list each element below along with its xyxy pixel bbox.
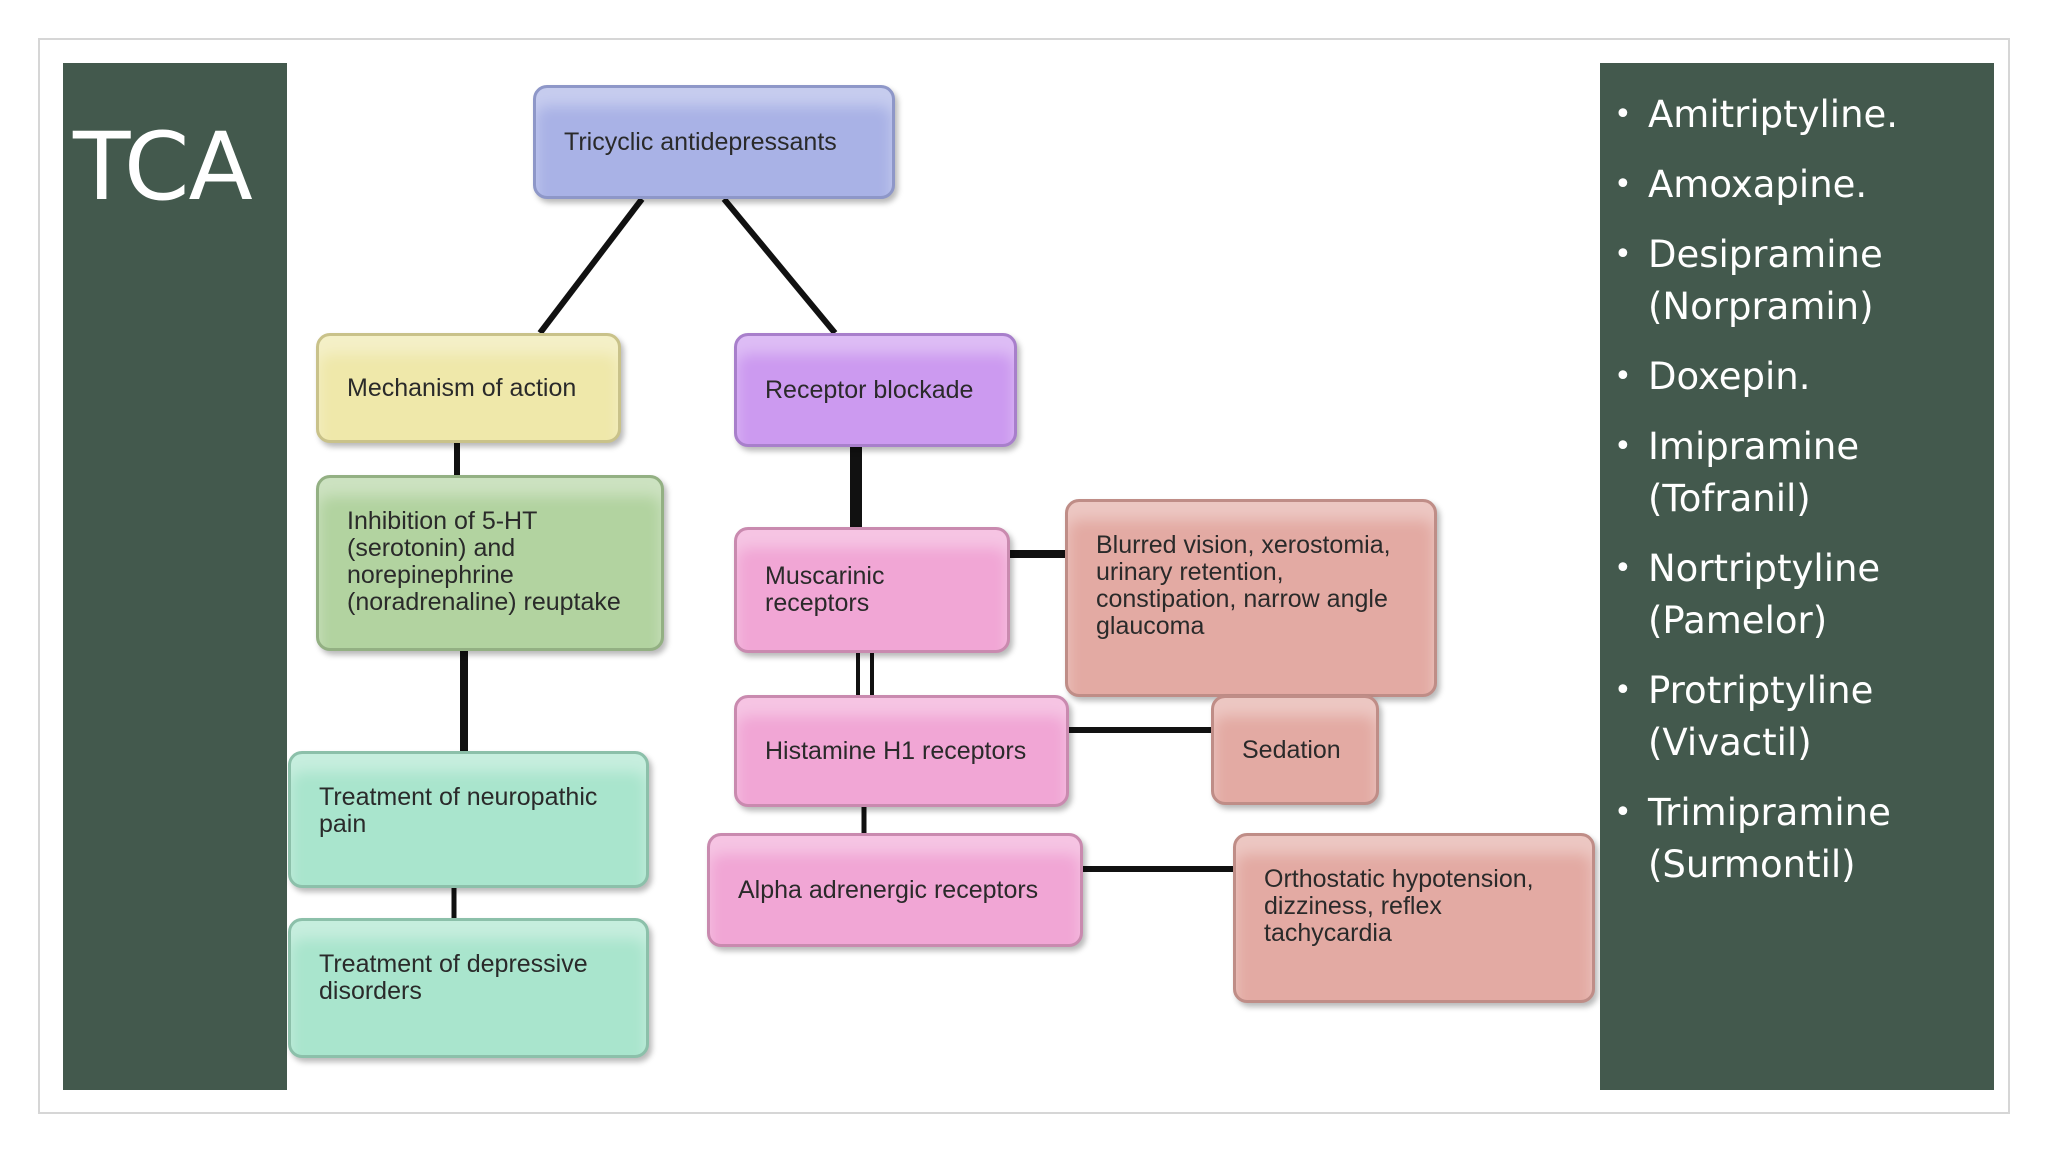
drug-item: • Imipramine (Tofranil) bbox=[1610, 421, 1986, 525]
node-tricyclic-antidepressants: Tricyclic antidepressants bbox=[533, 85, 895, 199]
bullet-icon: • bbox=[1614, 429, 1632, 464]
bullet-icon: • bbox=[1614, 673, 1632, 708]
drug-name: Amoxapine. bbox=[1648, 163, 1868, 206]
bullet-icon: • bbox=[1614, 359, 1632, 394]
node-label: Sedation bbox=[1242, 735, 1341, 764]
slide-title: TCA bbox=[73, 113, 253, 222]
bullet-icon: • bbox=[1614, 551, 1632, 586]
drug-name: Desipramine bbox=[1648, 233, 1883, 276]
drug-name: Trimipramine bbox=[1648, 791, 1891, 834]
node-muscarinic-side-effects: Blurred vision, xerostomia, urinary rete… bbox=[1065, 499, 1437, 697]
drug-item: • Protriptyline (Vivactil) bbox=[1610, 665, 1986, 769]
node-inhibition-reuptake: Inhibition of 5-HT (serotonin) and norep… bbox=[316, 475, 664, 651]
drug-brand-name: (Surmontil) bbox=[1648, 843, 1856, 886]
node-label: Treatment of depressive disorders bbox=[319, 950, 588, 1005]
drug-brand-name: (Vivactil) bbox=[1648, 721, 1812, 764]
node-label: Treatment of neuropathic pain bbox=[319, 783, 598, 838]
node-alpha-side-effects: Orthostatic hypotension, dizziness, refl… bbox=[1233, 833, 1595, 1003]
drug-brand-name: (Tofranil) bbox=[1648, 477, 1811, 520]
drug-name: Imipramine bbox=[1648, 425, 1860, 468]
drug-name: Amitriptyline. bbox=[1648, 93, 1899, 136]
drug-brand-name: (Norpramin) bbox=[1648, 285, 1874, 328]
drug-list-panel: • Amitriptyline. • Amoxapine. • Desipram… bbox=[1600, 63, 1994, 1090]
connector-root-receptor-blockade bbox=[721, 197, 838, 335]
drug-item: • Nortriptyline (Pamelor) bbox=[1610, 543, 1986, 647]
diagram-connectors bbox=[451, 197, 1233, 918]
drug-item: • Amoxapine. bbox=[1610, 159, 1986, 211]
node-label: Blurred vision, xerostomia, urinary rete… bbox=[1096, 531, 1391, 640]
node-muscarinic-receptors: Muscarinic receptors bbox=[734, 527, 1010, 653]
drug-list: • Amitriptyline. • Amoxapine. • Desipram… bbox=[1610, 89, 1986, 909]
node-receptor-blockade: Receptor blockade bbox=[734, 333, 1017, 447]
drug-name: Nortriptyline bbox=[1648, 547, 1881, 590]
node-label: Mechanism of action bbox=[347, 373, 577, 402]
drug-item: • Amitriptyline. bbox=[1610, 89, 1986, 141]
bullet-icon: • bbox=[1614, 167, 1632, 202]
title-panel: TCA bbox=[63, 63, 287, 1090]
tca-diagram: Tricyclic antidepressants Mechanism of a… bbox=[287, 63, 1600, 1090]
connector-root-mechanism bbox=[537, 197, 645, 335]
node-label: Alpha adrenergic receptors bbox=[738, 875, 1039, 904]
drug-item: • Trimipramine (Surmontil) bbox=[1610, 787, 1986, 891]
node-treatment-neuropathic-pain: Treatment of neuropathic pain bbox=[288, 751, 649, 888]
drug-name: Doxepin. bbox=[1648, 355, 1811, 398]
node-label: Orthostatic hypotension, dizziness, refl… bbox=[1264, 865, 1534, 947]
drug-item: • Desipramine (Norpramin) bbox=[1610, 229, 1986, 333]
node-label: Tricyclic antidepressants bbox=[564, 127, 837, 156]
drug-name: Protriptyline bbox=[1648, 669, 1874, 712]
bullet-icon: • bbox=[1614, 237, 1632, 272]
node-histamine-h1-receptors: Histamine H1 receptors bbox=[734, 695, 1069, 807]
drug-item: • Doxepin. bbox=[1610, 351, 1986, 403]
drug-brand-name: (Pamelor) bbox=[1648, 599, 1828, 642]
bullet-icon: • bbox=[1614, 97, 1632, 132]
node-label: Histamine H1 receptors bbox=[765, 736, 1027, 765]
node-sedation: Sedation bbox=[1211, 695, 1379, 805]
bullet-icon: • bbox=[1614, 795, 1632, 830]
node-label: Receptor blockade bbox=[765, 375, 974, 404]
node-label: Muscarinic receptors bbox=[765, 562, 885, 617]
node-alpha-adrenergic-receptors: Alpha adrenergic receptors bbox=[707, 833, 1083, 947]
node-label: Inhibition of 5-HT (serotonin) and norep… bbox=[347, 507, 621, 616]
node-treatment-depressive-disorders: Treatment of depressive disorders bbox=[288, 918, 649, 1058]
node-mechanism-of-action: Mechanism of action bbox=[316, 333, 621, 443]
